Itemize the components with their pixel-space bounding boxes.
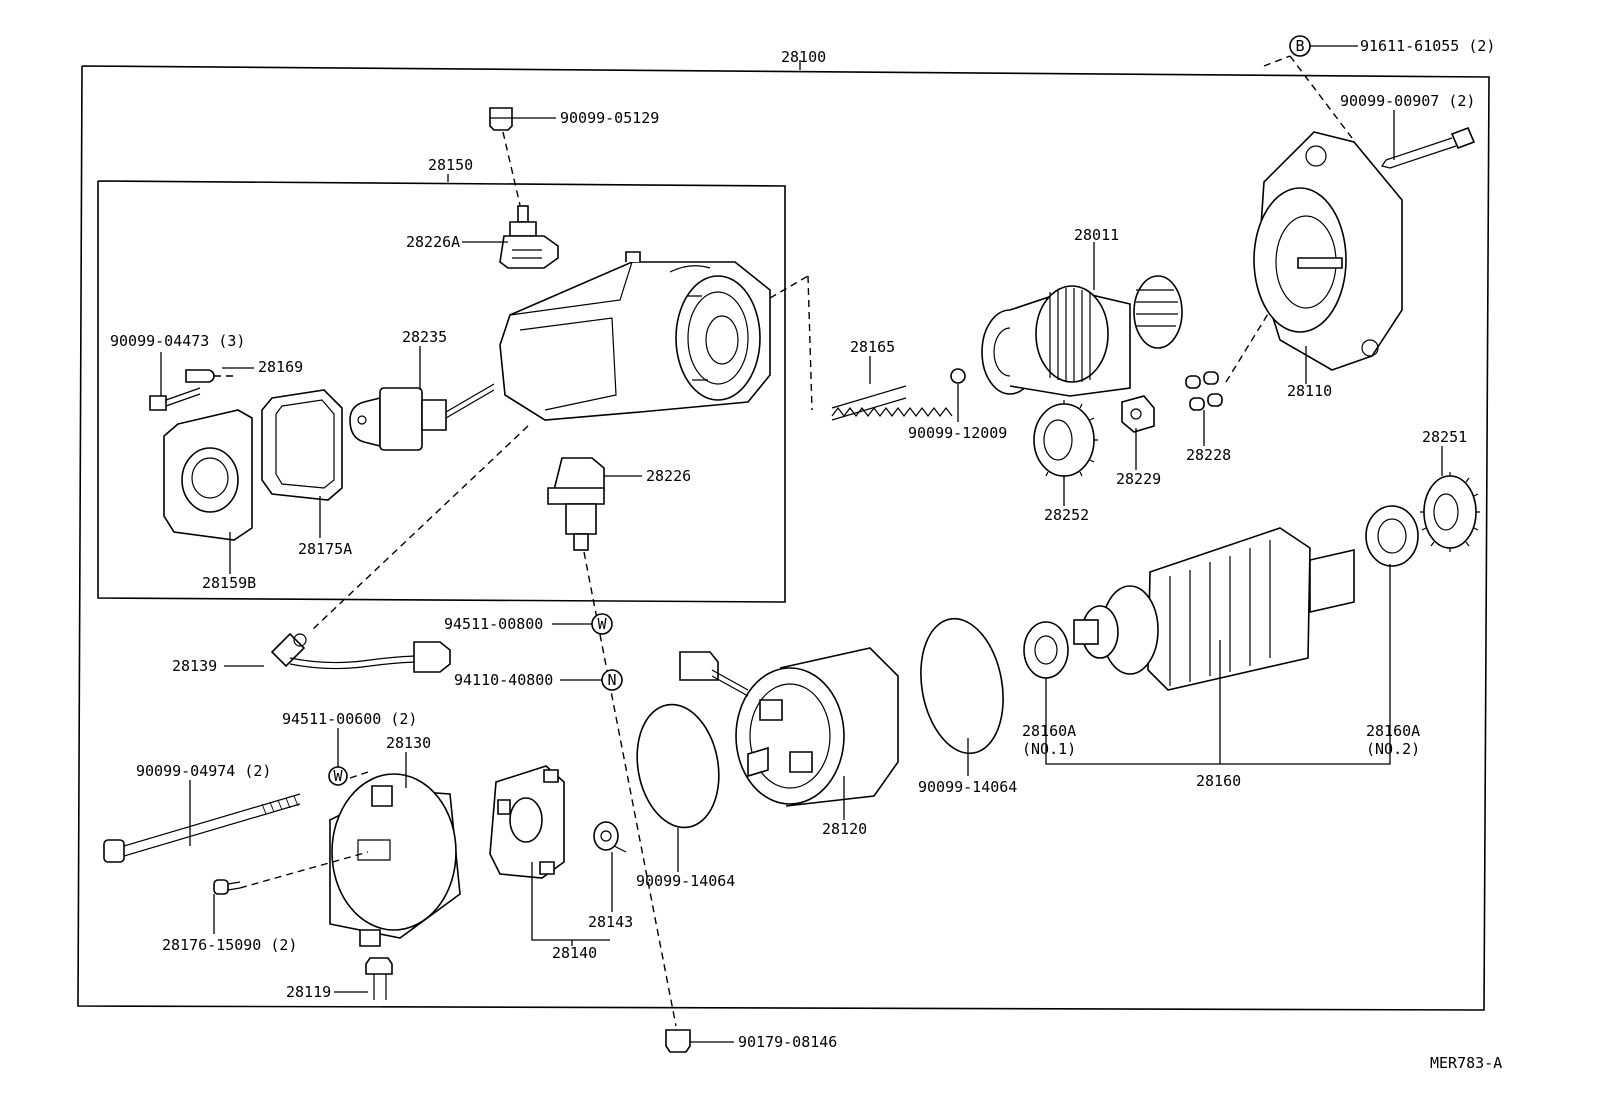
- label-28143: 28143: [588, 913, 633, 931]
- armature-28160-part: [1073, 527, 1355, 691]
- label-28130: 28130: [386, 734, 431, 752]
- label-90099-14064-left: 90099-14064: [636, 872, 735, 890]
- guide-line-b-bolt: [1289, 55, 1353, 139]
- label-90179-08146: 90179-08146: [738, 1033, 837, 1051]
- bolt-90099-00907-part: [1381, 126, 1476, 169]
- label-90099-00907: 90099-00907 (2): [1340, 92, 1475, 110]
- through-bolt-90099-04974-part: [103, 793, 301, 863]
- label-28160a-no2: 28160A: [1366, 722, 1420, 740]
- label-28235: 28235: [402, 328, 447, 346]
- solenoid-housing-part: [499, 251, 771, 421]
- guide-line-terminal-center: [583, 551, 677, 1027]
- label-28159b: 28159B: [202, 574, 256, 592]
- bearing-no2-part: [1365, 505, 1419, 567]
- cap-nut-top-part: [489, 107, 513, 131]
- brush-spring-28143-part: [593, 821, 627, 853]
- label-28140: 28140: [552, 944, 597, 962]
- label-no2: (NO.2): [1366, 740, 1420, 758]
- assembly-frame-28100: [77, 60, 1490, 1011]
- steel-ball-part: [950, 368, 966, 384]
- clutch-28011-part: [981, 275, 1183, 397]
- label-28251: 28251: [1422, 428, 1467, 446]
- label-28169: 28169: [258, 358, 303, 376]
- symbol-b-letter: B: [1295, 37, 1304, 55]
- retainer-28229-part: [1121, 395, 1155, 433]
- label-28160: 28160: [1196, 772, 1241, 790]
- symbol-n-circle: N: [601, 669, 623, 691]
- label-no1: (NO.1): [1022, 740, 1076, 758]
- label-90099-05129: 90099-05129: [560, 109, 659, 127]
- guide-line-cap-nut: [502, 131, 521, 206]
- symbol-w-letter-lower: W: [333, 767, 343, 785]
- guide-line-end-frame: [239, 851, 369, 889]
- label-28226: 28226: [646, 467, 691, 485]
- bolt-28119-part: [365, 957, 393, 1000]
- label-28176-15090: 28176-15090 (2): [162, 936, 297, 954]
- cover-28159b-part: [163, 409, 253, 541]
- guide-line-housing-spring-2: [807, 275, 813, 411]
- label-28165: 28165: [850, 338, 895, 356]
- symbol-w-circle-lower: W: [328, 766, 348, 786]
- bearing-no1-part: [1023, 621, 1069, 679]
- label-28011: 28011: [1074, 226, 1119, 244]
- leader-lines: [160, 45, 1443, 1043]
- rollers-28228-part: [1185, 371, 1223, 411]
- lead-wire-28139-part: [270, 632, 451, 673]
- spring-28165-part: [831, 385, 953, 421]
- bolt-90099-04473-part: [149, 387, 201, 411]
- label-90099-04974: 90099-04974 (2): [136, 762, 271, 780]
- label-91611-61055: 91611-61055 (2): [1360, 37, 1495, 55]
- symbol-w-letter-upper: W: [597, 615, 607, 633]
- label-94511-00800: 94511-00800: [444, 615, 543, 633]
- terminal-bolt-28226a-part: [499, 205, 559, 269]
- plunger-28235-part: [349, 383, 495, 451]
- screw-28176-15090-part: [213, 879, 241, 895]
- brush-holder-28140-part: [489, 765, 565, 879]
- label-28119: 28119: [286, 983, 331, 1001]
- clip-28169-part: [185, 369, 215, 383]
- label-28226a: 28226A: [406, 233, 460, 251]
- label-28228: 28228: [1186, 446, 1231, 464]
- gasket-28175a-part: [261, 389, 343, 501]
- label-28139: 28139: [172, 657, 217, 675]
- subassembly-frame-28150: [97, 174, 786, 603]
- guide-line-washer: [349, 771, 369, 779]
- field-frame-28120-part: [679, 647, 899, 807]
- label-28160a-no1: 28160A: [1022, 722, 1076, 740]
- label-94110-40800: 94110-40800: [454, 671, 553, 689]
- label-28175a: 28175A: [298, 540, 352, 558]
- label-28252: 28252: [1044, 506, 1089, 524]
- label-28100: 28100: [781, 48, 826, 66]
- guide-line-housing-spring: [769, 275, 809, 299]
- terminal-28226-part: [547, 457, 605, 551]
- symbol-w-circle-upper: W: [591, 613, 613, 635]
- idler-gear-28252-part: [1033, 400, 1098, 480]
- label-28229: 28229: [1116, 470, 1161, 488]
- symbol-b-circle: B: [1289, 35, 1311, 57]
- o-ring-left-part: [636, 703, 720, 829]
- label-90099-12009: 90099-12009: [908, 424, 1007, 442]
- guide-line-terminal-lead: [311, 425, 529, 631]
- label-28120: 28120: [822, 820, 867, 838]
- guide-line-b-bolt-2: [1263, 55, 1291, 67]
- diagram-code: MER783-A: [1430, 1054, 1502, 1072]
- label-28110: 28110: [1287, 382, 1332, 400]
- symbol-n-letter: N: [607, 671, 616, 689]
- label-94511-00600: 94511-00600 (2): [282, 710, 417, 728]
- label-90099-14064-right: 90099-14064: [918, 778, 1017, 796]
- o-ring-right-part: [920, 617, 1004, 755]
- label-28150: 28150: [428, 156, 473, 174]
- starter-housing-28110-part: [1253, 131, 1403, 371]
- pinion-gear-28251-part: [1420, 472, 1480, 552]
- end-frame-28130-part: [329, 773, 461, 947]
- label-90099-04473: 90099-04473 (3): [110, 332, 245, 350]
- cap-nut-bottom-part: [665, 1029, 691, 1053]
